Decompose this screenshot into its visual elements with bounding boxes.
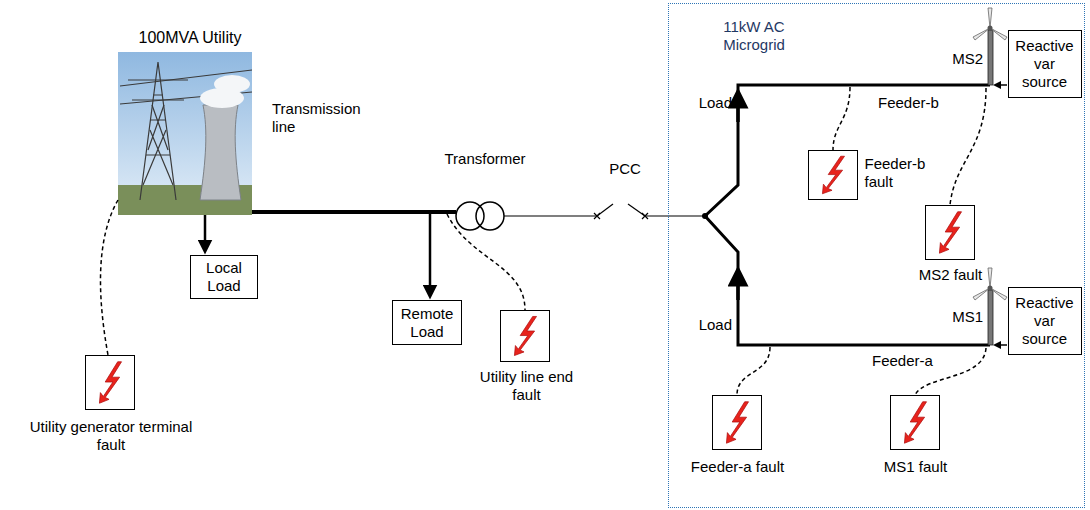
utility-title: 100MVA Utility (105, 28, 275, 47)
fault-box: Feeder-a fault (712, 395, 762, 450)
wind-turbine (973, 8, 1007, 85)
box-text: Reactive var source (1011, 294, 1079, 348)
fault-label: Utility line end fault (464, 368, 589, 404)
utility-picture (118, 52, 252, 215)
load-label: Load (692, 316, 732, 334)
load-label: Load (692, 94, 732, 112)
source-box: Reactive var source (1008, 287, 1082, 355)
microgrid-region: 11kW AC MicrogridReactive var sourceFeed… (668, 3, 1085, 508)
fault-box: Feeder-b fault (808, 150, 858, 200)
fault-label: Feeder-a fault (683, 458, 793, 476)
fault-box: Utility generator terminal fault (85, 355, 135, 410)
fault-label: Utility generator terminal fault (26, 418, 196, 454)
fault-leader (100, 87, 986, 395)
source-box: Reactive var source (1008, 30, 1082, 98)
load-box: Remote Load (392, 300, 462, 345)
fault-box: Utility line end fault (500, 310, 550, 362)
pcc-label: PCC (603, 160, 647, 178)
box-text: Remote Load (395, 305, 459, 341)
utility-wiring (205, 202, 708, 292)
microgrid-wiring (705, 85, 1007, 345)
fault-box: MS2 fault (925, 205, 975, 260)
fault-symbol (713, 396, 761, 449)
fault-label: MS1 fault (871, 458, 961, 476)
load-box: Local Load (190, 255, 258, 299)
box-text: Local Load (193, 259, 255, 295)
fault-symbol (86, 356, 134, 409)
fault-box: MS1 fault (890, 395, 940, 450)
fault-label: MS2 fault (906, 266, 996, 284)
fault-symbol (926, 206, 974, 259)
region-title: 11kW AC Microgrid (699, 18, 809, 54)
source-label: MS1 (942, 308, 983, 326)
fault-label: Feeder-b fault (865, 155, 935, 191)
transformer-label: Transformer (430, 150, 540, 168)
feeder-label: Feeder-b (878, 94, 954, 112)
feeder-label: Feeder-a (872, 352, 948, 370)
line-label: Transmission line (272, 100, 372, 136)
box-text: Reactive var source (1011, 37, 1079, 91)
fault-symbol (501, 311, 549, 361)
source-label: MS2 (942, 50, 983, 68)
fault-symbol (809, 151, 857, 199)
fault-symbol (891, 396, 939, 449)
